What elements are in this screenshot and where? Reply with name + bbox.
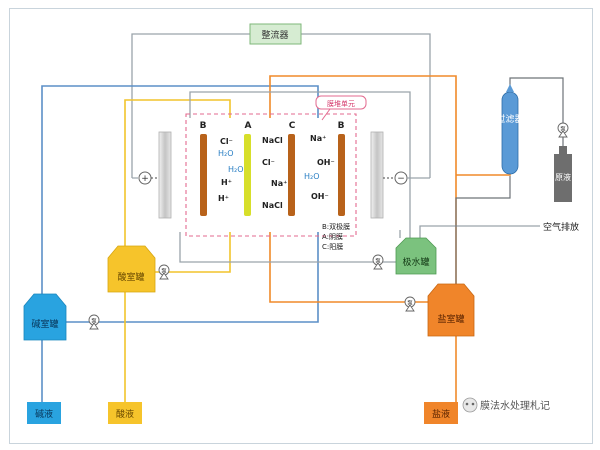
watermark: 膜法水处理札记	[462, 397, 550, 413]
salt-loop-lines	[269, 75, 511, 405]
cathode-terminal: −	[394, 171, 408, 185]
ion-h-plus-2: H⁺	[218, 194, 229, 203]
svg-text:+: +	[141, 174, 149, 184]
membrane-letter-b-right: B	[338, 121, 345, 131]
legend-anion: A:阴膜	[322, 232, 343, 241]
bipolar-membrane-left	[200, 134, 207, 216]
anion-membrane	[244, 134, 251, 216]
ion-na-right: Na⁺	[310, 134, 326, 143]
membrane-legend: B:双极膜 A:阴膜 C:阳膜	[322, 222, 350, 251]
pump-acid: 泵	[158, 264, 170, 280]
pump-raw: 泵	[557, 122, 569, 138]
membrane-letter-b-left: B	[200, 121, 207, 131]
air-exhaust-label: 空气排放	[543, 221, 579, 233]
alkali-product-tank: 碱液	[27, 402, 61, 424]
ion-nacl-bottom: NaCl	[262, 201, 283, 210]
alkali-tank: 碱室罐	[23, 293, 67, 341]
electrode-tank: 极水罐	[395, 237, 437, 275]
electrode-tank-label: 极水罐	[402, 256, 429, 268]
raw-liquid-label: 原液	[555, 172, 571, 182]
ion-oh-1: OH⁻	[317, 158, 335, 167]
acid-tank: 酸室罐	[107, 245, 156, 293]
ion-oh-2: OH⁻	[311, 192, 329, 201]
membrane-stack-pointer	[321, 108, 331, 121]
pump-alkali: 泵	[88, 314, 100, 330]
alkali-tank-label: 碱室罐	[31, 318, 58, 330]
ion-cl-left: Cl⁻	[220, 137, 233, 146]
bipolar-membrane-right	[338, 134, 345, 216]
ion-h2o-1: H₂O	[218, 149, 234, 158]
ion-nacl-top: NaCl	[262, 136, 283, 145]
svg-text:−: −	[397, 174, 405, 184]
raw-feed-lines	[455, 77, 564, 285]
acid-liquid-label: 酸液	[116, 408, 134, 420]
pump-electrode: 泵	[372, 254, 384, 270]
acid-loop-lines	[124, 99, 231, 405]
ion-cl-mid: Cl⁻	[262, 158, 275, 167]
legend-cation: C:阳膜	[322, 242, 343, 251]
anode-plate	[158, 131, 172, 219]
membrane-stack-frame	[185, 113, 357, 237]
cation-membrane	[288, 134, 295, 216]
pump-raw-label: 泵	[560, 126, 566, 133]
pump-acid-label: 泵	[161, 268, 167, 275]
legend-bipolar: B:双极膜	[322, 222, 350, 231]
pump-electrode-label: 泵	[375, 258, 381, 265]
alkali-liquid-label: 碱液	[35, 408, 53, 420]
membrane-stack-label: 膜堆单元	[327, 99, 355, 108]
acid-tank-label: 酸室罐	[117, 271, 144, 283]
rectifier-wiring	[131, 33, 431, 178]
membrane-letter-c: C	[289, 121, 296, 131]
acid-product-tank: 酸液	[108, 402, 142, 424]
salt-tank: 盐室罐	[427, 283, 475, 337]
filter-unit: 过滤器	[496, 84, 524, 175]
salt-tank-label: 盐室罐	[437, 313, 464, 325]
anode-terminal: +	[138, 171, 152, 185]
raw-liquid-vessel: 原液	[554, 146, 572, 202]
salt-liquid-label: 盐液	[432, 408, 450, 420]
ion-h2o-2: H₂O	[304, 172, 320, 181]
rectifier-box	[249, 23, 302, 45]
ion-na-mid: Na⁺	[271, 179, 287, 188]
pump-alkali-label: 泵	[91, 318, 97, 325]
watermark-text: 膜法水处理札记	[480, 399, 550, 412]
ion-h-plus-1: H⁺	[221, 178, 232, 187]
cathode-plate	[370, 131, 384, 219]
ion-h2o-3: H₂O	[228, 165, 244, 174]
membrane-letter-a: A	[245, 121, 252, 131]
membrane-stack-tag	[315, 95, 367, 110]
filter-label: 过滤器	[496, 113, 523, 125]
salt-product-tank: 盐液	[424, 402, 458, 424]
rectifier-label: 整流器	[261, 29, 288, 41]
pump-salt-label: 泵	[407, 300, 413, 307]
electrode-loop-lines	[179, 91, 540, 263]
pump-salt: 泵	[404, 296, 416, 312]
